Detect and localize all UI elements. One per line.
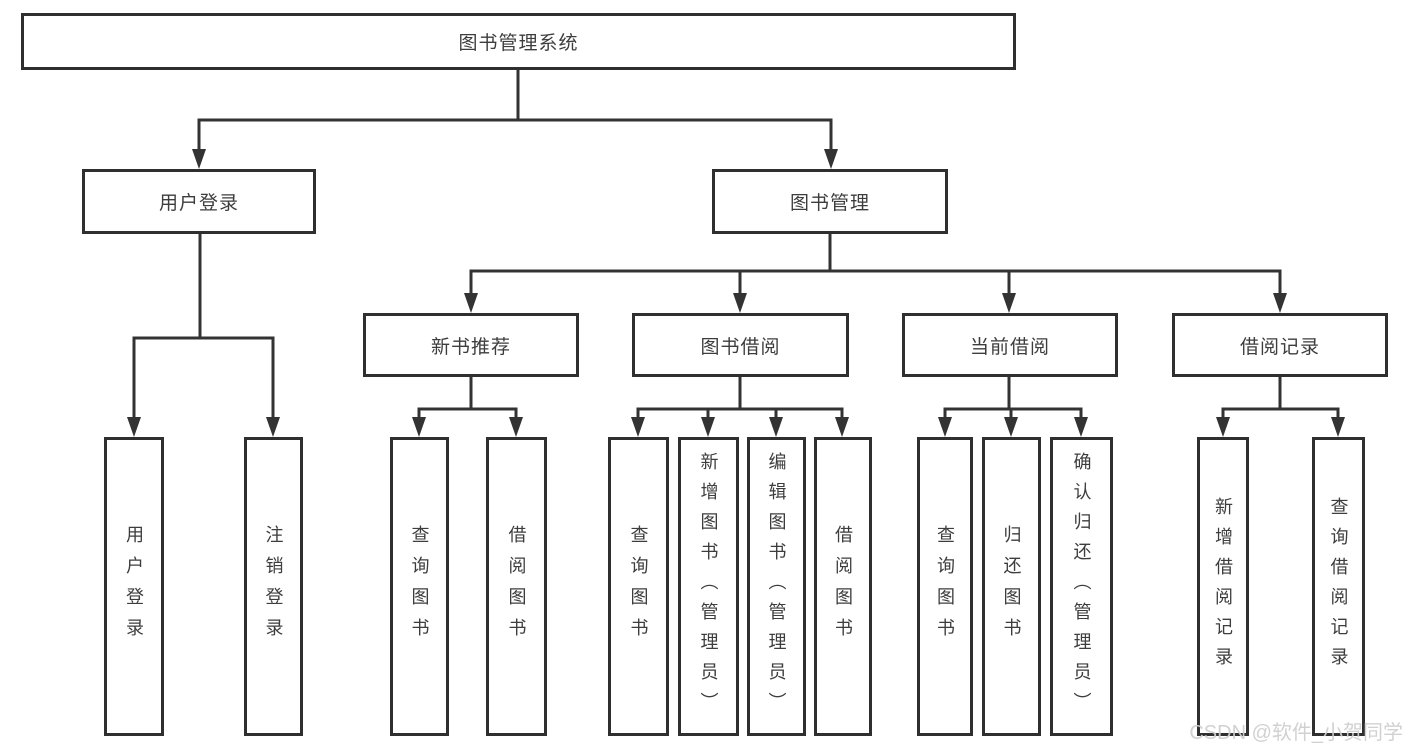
node-label: 查询图书 xyxy=(628,524,649,649)
leaf-return-books: 归还图书 xyxy=(982,437,1041,736)
node-user-login: 用户登录 xyxy=(82,169,316,234)
node-label: 注销登录 xyxy=(263,524,284,649)
leaf-borrow-books-borrowing: 借阅图书 xyxy=(814,437,872,736)
node-label: 编辑图书（管理员） xyxy=(766,451,787,722)
leaf-query-books-current: 查询图书 xyxy=(917,437,973,736)
node-current-borrowing: 当前借阅 xyxy=(902,313,1118,377)
node-label: 图书管理系统 xyxy=(458,33,579,54)
node-label: 图书借阅 xyxy=(700,336,781,358)
leaf-borrow-books-newrec: 借阅图书 xyxy=(486,437,547,736)
node-new-book-recommendation: 新书推荐 xyxy=(363,313,579,377)
node-label: 图书管理 xyxy=(789,193,870,214)
node-borrowing-records: 借阅记录 xyxy=(1172,313,1388,377)
node-label: 用户登录 xyxy=(158,193,239,214)
leaf-query-books-borrowing: 查询图书 xyxy=(608,437,669,736)
node-book-borrowing: 图书借阅 xyxy=(632,313,849,377)
node-label: 新书推荐 xyxy=(430,336,511,358)
leaf-logout: 注销登录 xyxy=(244,437,303,736)
node-label: 借阅图书 xyxy=(833,524,853,649)
leaf-confirm-return-admin: 确认归还（管理员） xyxy=(1050,437,1113,736)
node-label: 查询图书 xyxy=(409,524,430,649)
node-book-management: 图书管理 xyxy=(712,169,948,234)
node-label: 查询借阅记录 xyxy=(1328,496,1349,677)
node-label: 归还图书 xyxy=(1001,524,1022,649)
node-label: 查询图书 xyxy=(935,524,955,649)
leaf-edit-books-admin: 编辑图书（管理员） xyxy=(747,437,806,736)
leaf-query-borrow-record: 查询借阅记录 xyxy=(1312,437,1365,736)
node-label: 借阅图书 xyxy=(506,524,527,649)
leaf-add-books-admin: 新增图书（管理员） xyxy=(678,437,739,736)
node-label: 当前借阅 xyxy=(969,336,1050,358)
leaf-user-login: 用户登录 xyxy=(104,437,164,736)
node-label: 新增借阅记录 xyxy=(1213,496,1233,677)
node-label: 借阅记录 xyxy=(1239,336,1320,358)
leaf-add-borrow-record: 新增借阅记录 xyxy=(1197,437,1249,736)
node-library-management-system: 图书管理系统 xyxy=(21,13,1016,70)
node-label: 确认归还（管理员） xyxy=(1071,451,1092,722)
csdn-watermark: CSDN @软件_小贺同学 xyxy=(1189,722,1403,744)
node-label: 新增图书（管理员） xyxy=(698,451,719,722)
leaf-query-books-newrec: 查询图书 xyxy=(390,437,449,736)
node-label: 用户登录 xyxy=(124,524,144,649)
